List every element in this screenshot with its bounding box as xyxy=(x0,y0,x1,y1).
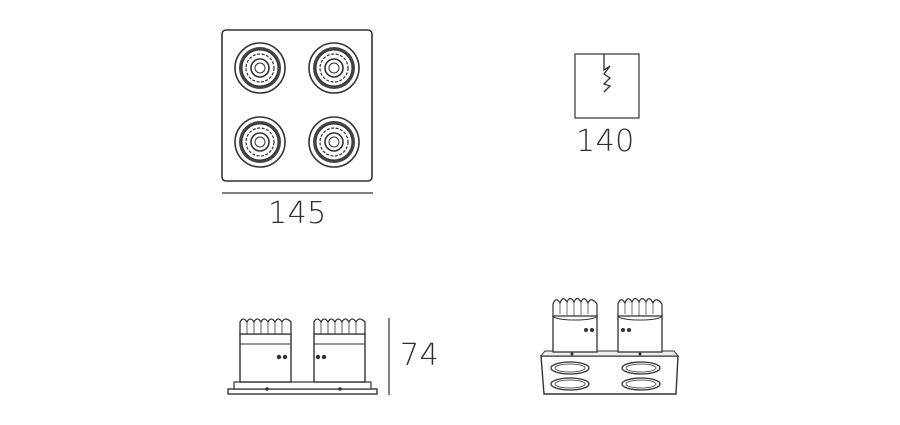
perspective-view xyxy=(539,297,680,395)
lamp-module-bottom-left xyxy=(234,116,286,168)
width-dimension-label: 145 xyxy=(268,196,327,231)
lamp-module-top-left xyxy=(234,42,286,94)
side-view xyxy=(227,318,390,395)
lamp-module-bottom-right xyxy=(308,116,360,168)
cutout-symbol xyxy=(574,53,640,119)
height-dimension-label: 74 xyxy=(400,338,440,373)
lamp-module-top-right xyxy=(308,42,360,94)
cutout-dimension-label: 140 xyxy=(576,124,635,159)
